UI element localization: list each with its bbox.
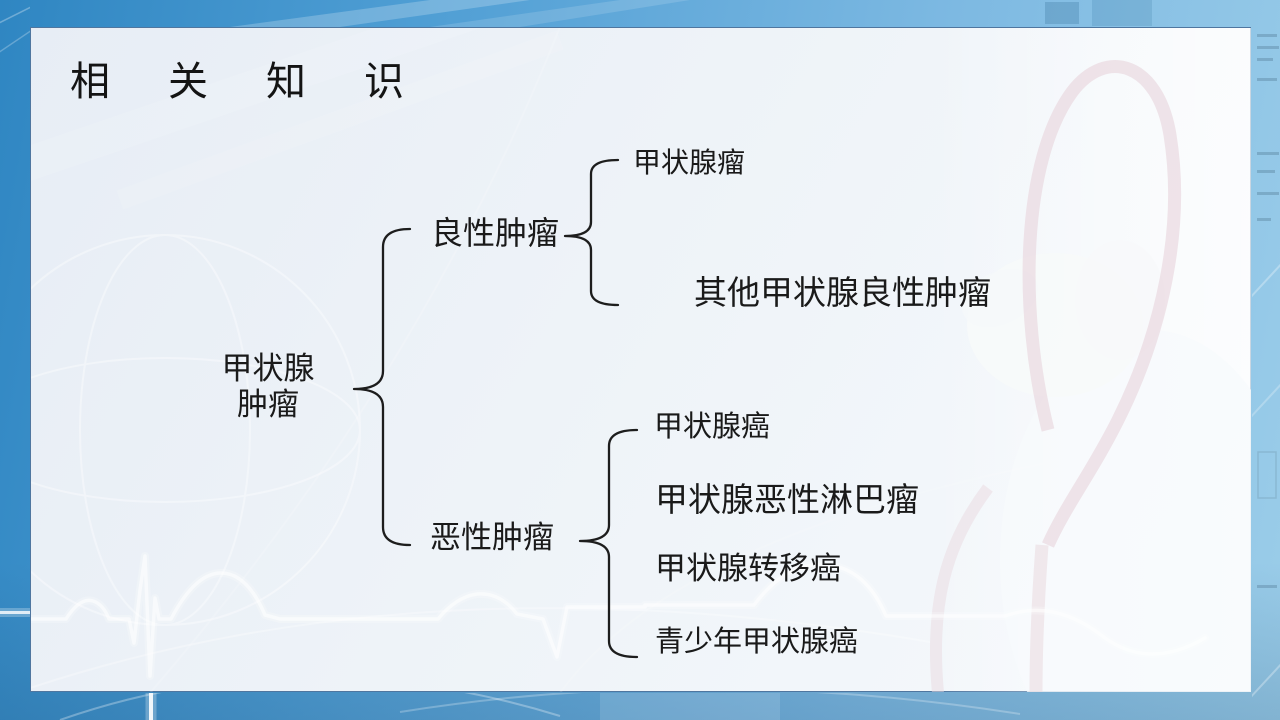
leaf-thyroid-metastatic-carcinoma: 甲状腺转移癌 xyxy=(655,551,841,586)
node-thyroid-tumor: 甲状腺 肿瘤 xyxy=(200,351,336,423)
leaf-other-benign-thyroid-tumors: 其他甲状腺良性肿瘤 xyxy=(694,274,991,311)
node-benign-tumor: 良性肿瘤 xyxy=(431,215,560,251)
right-band-texture-icon xyxy=(1252,34,1280,698)
node-malignant-tumor: 恶性肿瘤 xyxy=(430,520,554,555)
leaf-thyroid-carcinoma: 甲状腺癌 xyxy=(654,411,771,443)
top-band-streaks-icon xyxy=(230,0,1152,27)
node-thyroid-tumor-line2: 肿瘤 xyxy=(237,387,299,422)
leaf-thyroid-malignant-lymphoma: 甲状腺恶性淋巴瘤 xyxy=(655,481,919,518)
leaf-thyroid-adenoma: 甲状腺瘤 xyxy=(633,147,746,178)
page-title: 相关知识 xyxy=(70,60,462,104)
leaf-adolescent-thyroid-carcinoma: 青少年甲状腺癌 xyxy=(655,626,859,658)
node-thyroid-tumor-line1: 甲状腺 xyxy=(221,351,315,386)
